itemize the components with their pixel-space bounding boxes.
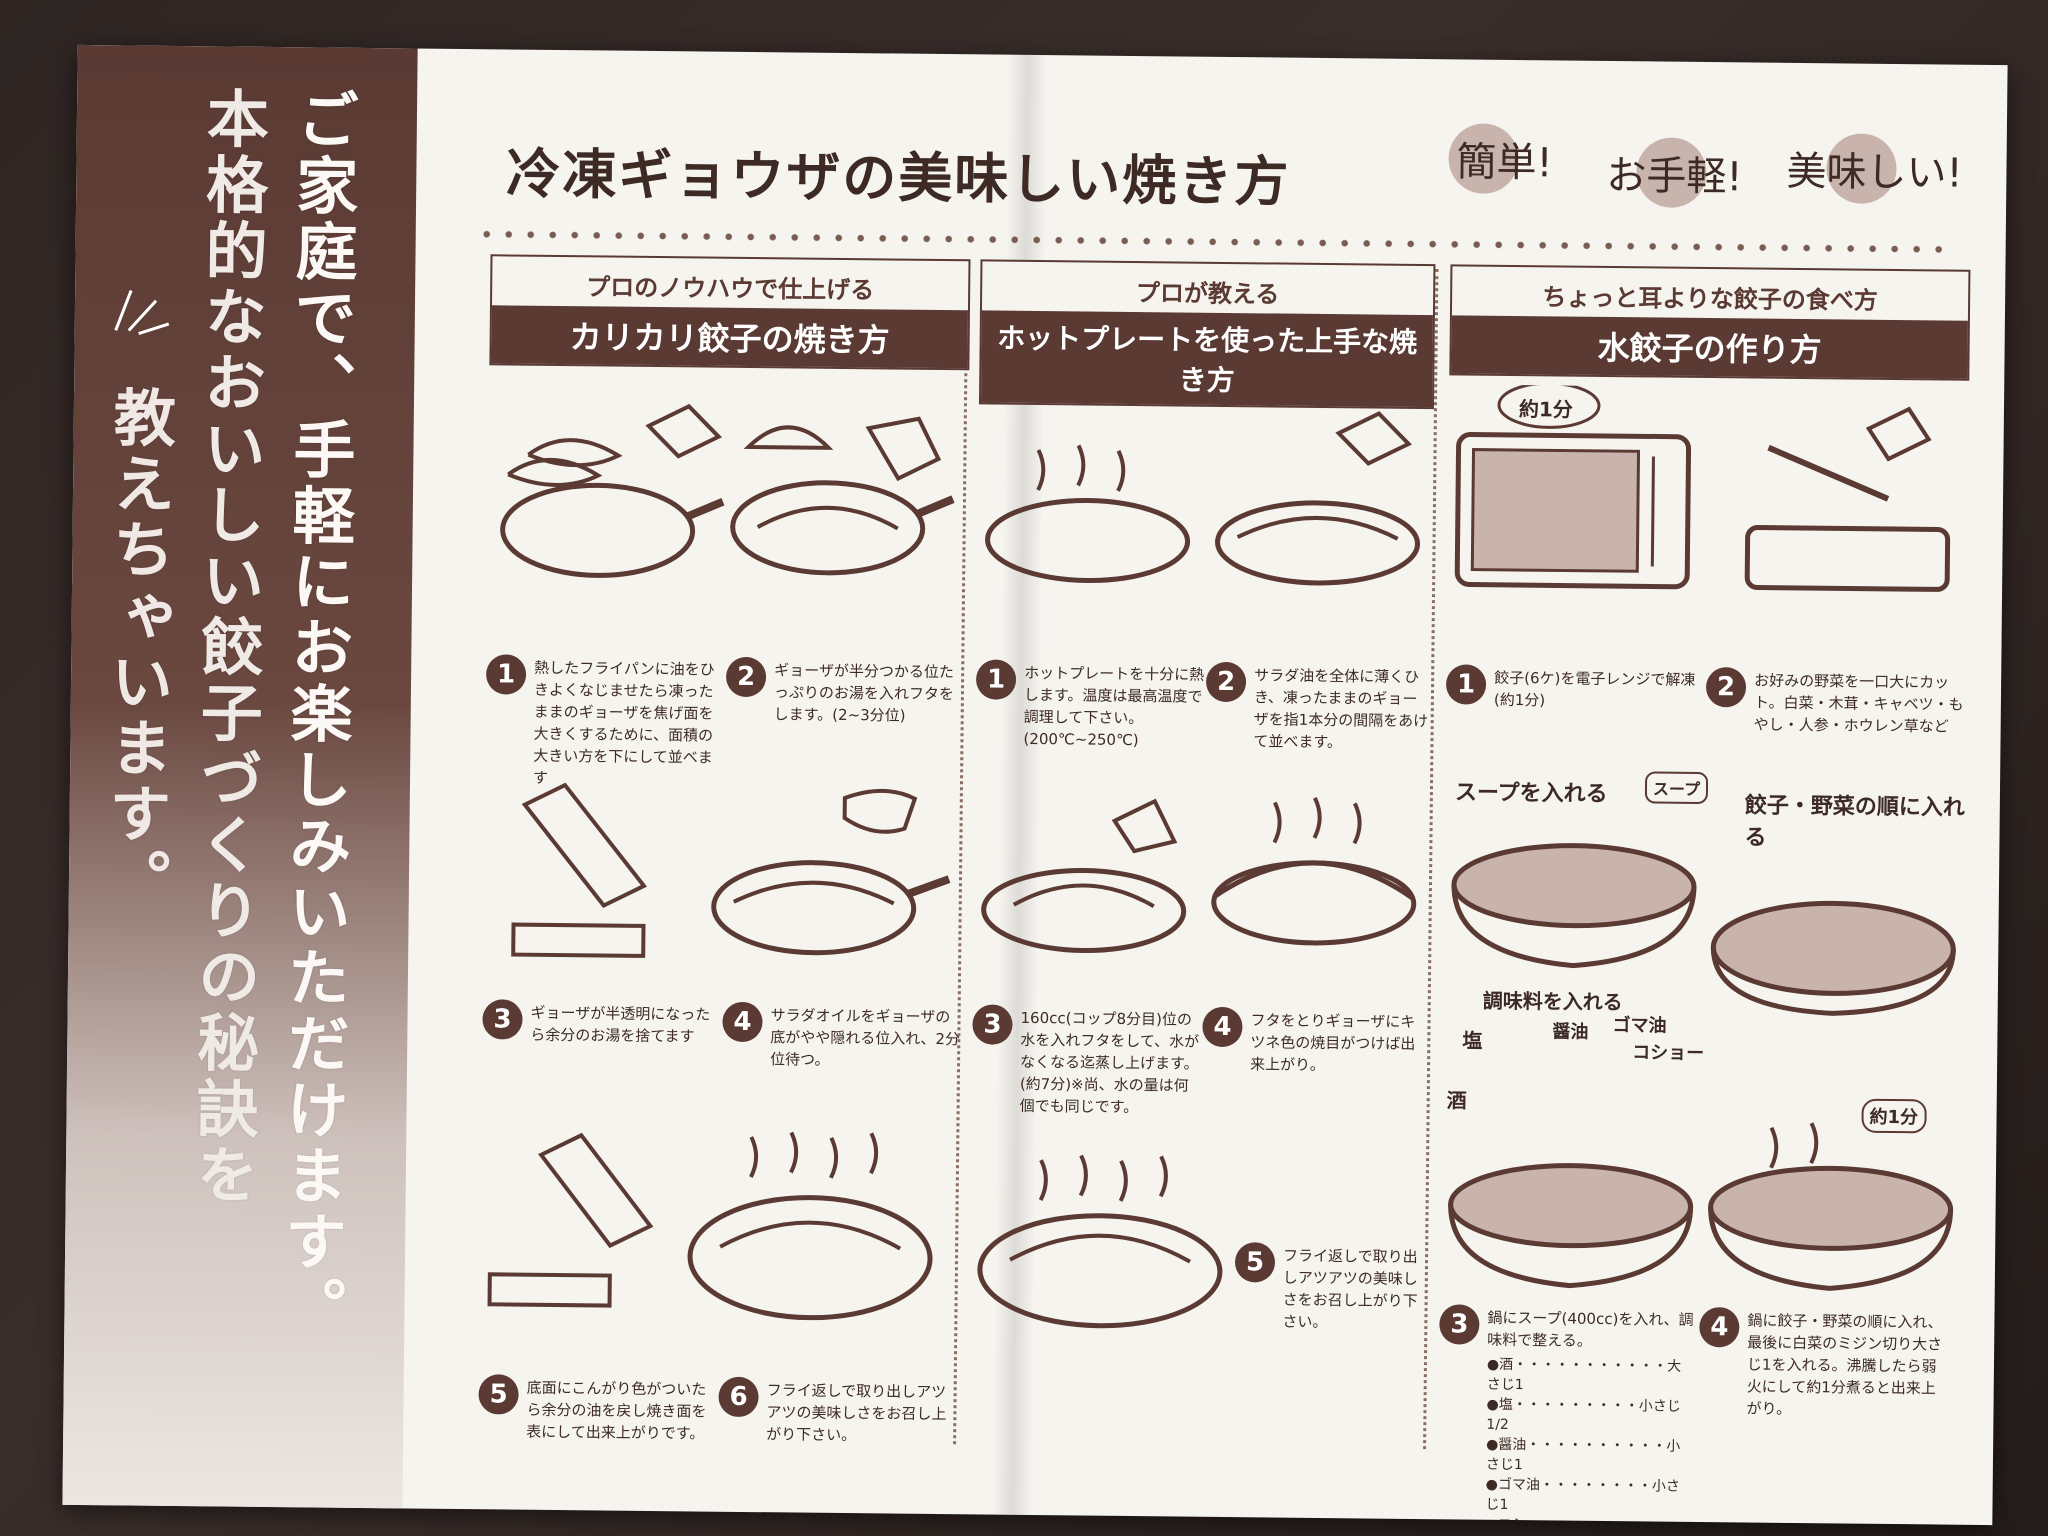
- step-1: 1 餃子(6ケ)を電子レンジで解凍(約1分): [1445, 664, 1706, 709]
- hot-plate-illustration: [985, 411, 1421, 586]
- seasoning-label: 調味料を入れる: [1482, 988, 1623, 1015]
- pot-illustration: [1451, 843, 1956, 1016]
- hot-plate-lid-illustration: [981, 797, 1417, 954]
- dotted-divider: [475, 229, 1946, 255]
- step-5: 5 フライ返しで取り出しアツアツの美味しさをお召し上がり下さい。: [1234, 1242, 1425, 1331]
- microwave-time-label: 約1分: [1518, 397, 1574, 422]
- slogan-band: ご家庭で、手軽にお楽しみいただけます。 本格的なおいしい餃子づくりの秘訣を 教え…: [62, 44, 418, 1509]
- ingredient-item: ●ゴマ油・・・・・・・・小さじ1: [1485, 1476, 1680, 1513]
- ingredient-item: ●酒・・・・・・・・・・・大さじ1: [1486, 1356, 1682, 1394]
- slogan-line-3: 教えちゃいます。: [97, 385, 177, 914]
- page-title: 冷凍ギョウザの美味しい焼き方: [506, 141, 1291, 214]
- slogan-line-2: 本格的なおいしい餃子づくりの秘訣を: [184, 86, 270, 1209]
- ingredient-list: ●酒・・・・・・・・・・・大さじ1 ●塩・・・・・・・・・小さじ1/2 ●醤油・…: [1485, 1355, 1687, 1525]
- order-label: 餃子・野菜の順に入れる: [1744, 793, 1965, 851]
- sake-label: 酒: [1446, 1088, 1467, 1113]
- step-6: 6 フライ返しで取り出しアツアツの美味しさをお召し上がり下さい。: [718, 1376, 959, 1444]
- slogan-line-1: ご家庭で、手軽にお楽しみいただけます。: [273, 87, 360, 1342]
- column-title: カリカリ餃子の焼き方: [491, 305, 968, 369]
- column-header: ちょっと耳よりな餃子の食べ方 水餃子の作り方: [1449, 264, 1971, 381]
- title-area: 冷凍ギョウザの美味しい焼き方 簡単! お手軽! 美味しい!: [446, 79, 1977, 255]
- badge-easy: 簡単!: [1448, 123, 1553, 195]
- step-1: 1 熱したフライパンに油をひきよくなじませたら凍ったままのギョーザを焦げ面を大き…: [485, 654, 726, 787]
- column-header: プロのノウハウで仕上げる カリカリ餃子の焼き方: [489, 254, 971, 371]
- sparkle-icon: [114, 289, 170, 336]
- column-title: 水餃子の作り方: [1451, 315, 1968, 379]
- plated-gyoza-illustration: [977, 1154, 1223, 1329]
- badge-handy: お手軽!: [1606, 137, 1743, 208]
- frying-pan-illustration: [500, 403, 955, 578]
- microwave-illustration: [1454, 384, 1951, 592]
- column-subtitle: プロのノウハウで仕上げる: [586, 273, 875, 305]
- simmer-time-label: 約1分: [1861, 1098, 1927, 1134]
- badge-tasty: 美味しい!: [1786, 133, 1963, 204]
- pepper-label: コショー: [1632, 1042, 1705, 1065]
- column-subtitle: ちょっと耳よりな餃子の食べ方: [1542, 283, 1879, 315]
- column-hot-plate: プロが教える ホットプレートを使った上手な焼き方 1 ホットプレートを十分に熱し…: [972, 259, 1436, 1331]
- soup-in-label: スープを入れる: [1454, 780, 1608, 807]
- column-subtitle: プロが教える: [1135, 279, 1280, 309]
- column-header: プロが教える ホットプレートを使った上手な焼き方: [978, 259, 1436, 410]
- soup-pack-label: スープ: [1644, 771, 1709, 805]
- step-2: 2 サラダ油を全体に薄くひき、凍ったままのギョーザを指1本分の間隔をあけて並べま…: [1205, 661, 1431, 751]
- ingredient-item: ●塩・・・・・・・・・小さじ1/2: [1486, 1396, 1681, 1433]
- column-crispy-gyoza: プロのノウハウで仕上げる カリカリ餃子の焼き方 1 熱したフライパンに油をひきよ…: [478, 254, 971, 1444]
- step-4: 4 サラダオイルをギョーザの底がやや隠れる位入れ、2分位待つ。: [722, 1001, 963, 1069]
- step-4: 4 フタをとりギョーザにキツネ色の焼目がつけば出来上がり。: [1202, 1006, 1428, 1074]
- plated-gyoza-illustration: [487, 1131, 933, 1321]
- column-boiled-gyoza: ちょっと耳よりな餃子の食べ方 水餃子の作り方 約1分 1 餃子(6ケ)を電子レン…: [1439, 264, 1971, 1525]
- sesame-oil-label: ゴマ油: [1612, 1015, 1667, 1037]
- soy-label: 醤油: [1552, 1021, 1589, 1043]
- step-3: 3 ギョーザが半透明になったら余分のお湯を捨てます: [482, 999, 723, 1045]
- ingredient-item: ●醤油・・・・・・・・・・小さじ1: [1485, 1436, 1681, 1474]
- step-2: 2 ギョーザが半分つかる位たっぷりのお湯を入れフタをします。(2~3分位): [725, 656, 966, 725]
- simmer-pot-illustration: [1448, 1122, 1954, 1291]
- step-5: 5 底面にこんがり色がついたら余分の油を戻し焼き面を表にして出来上がりです。: [478, 1374, 719, 1443]
- recipe-leaflet: ご家庭で、手軽にお楽しみいただけます。 本格的なおいしい餃子づくりの秘訣を 教え…: [62, 44, 2008, 1526]
- drain-pan-illustration: [511, 782, 951, 958]
- salt-label: 塩: [1462, 1028, 1483, 1053]
- step-2: 2 お好みの野菜を一口大にカット。白菜・木茸・キャベツ・もやし・人参・ホウレン草…: [1705, 667, 1966, 736]
